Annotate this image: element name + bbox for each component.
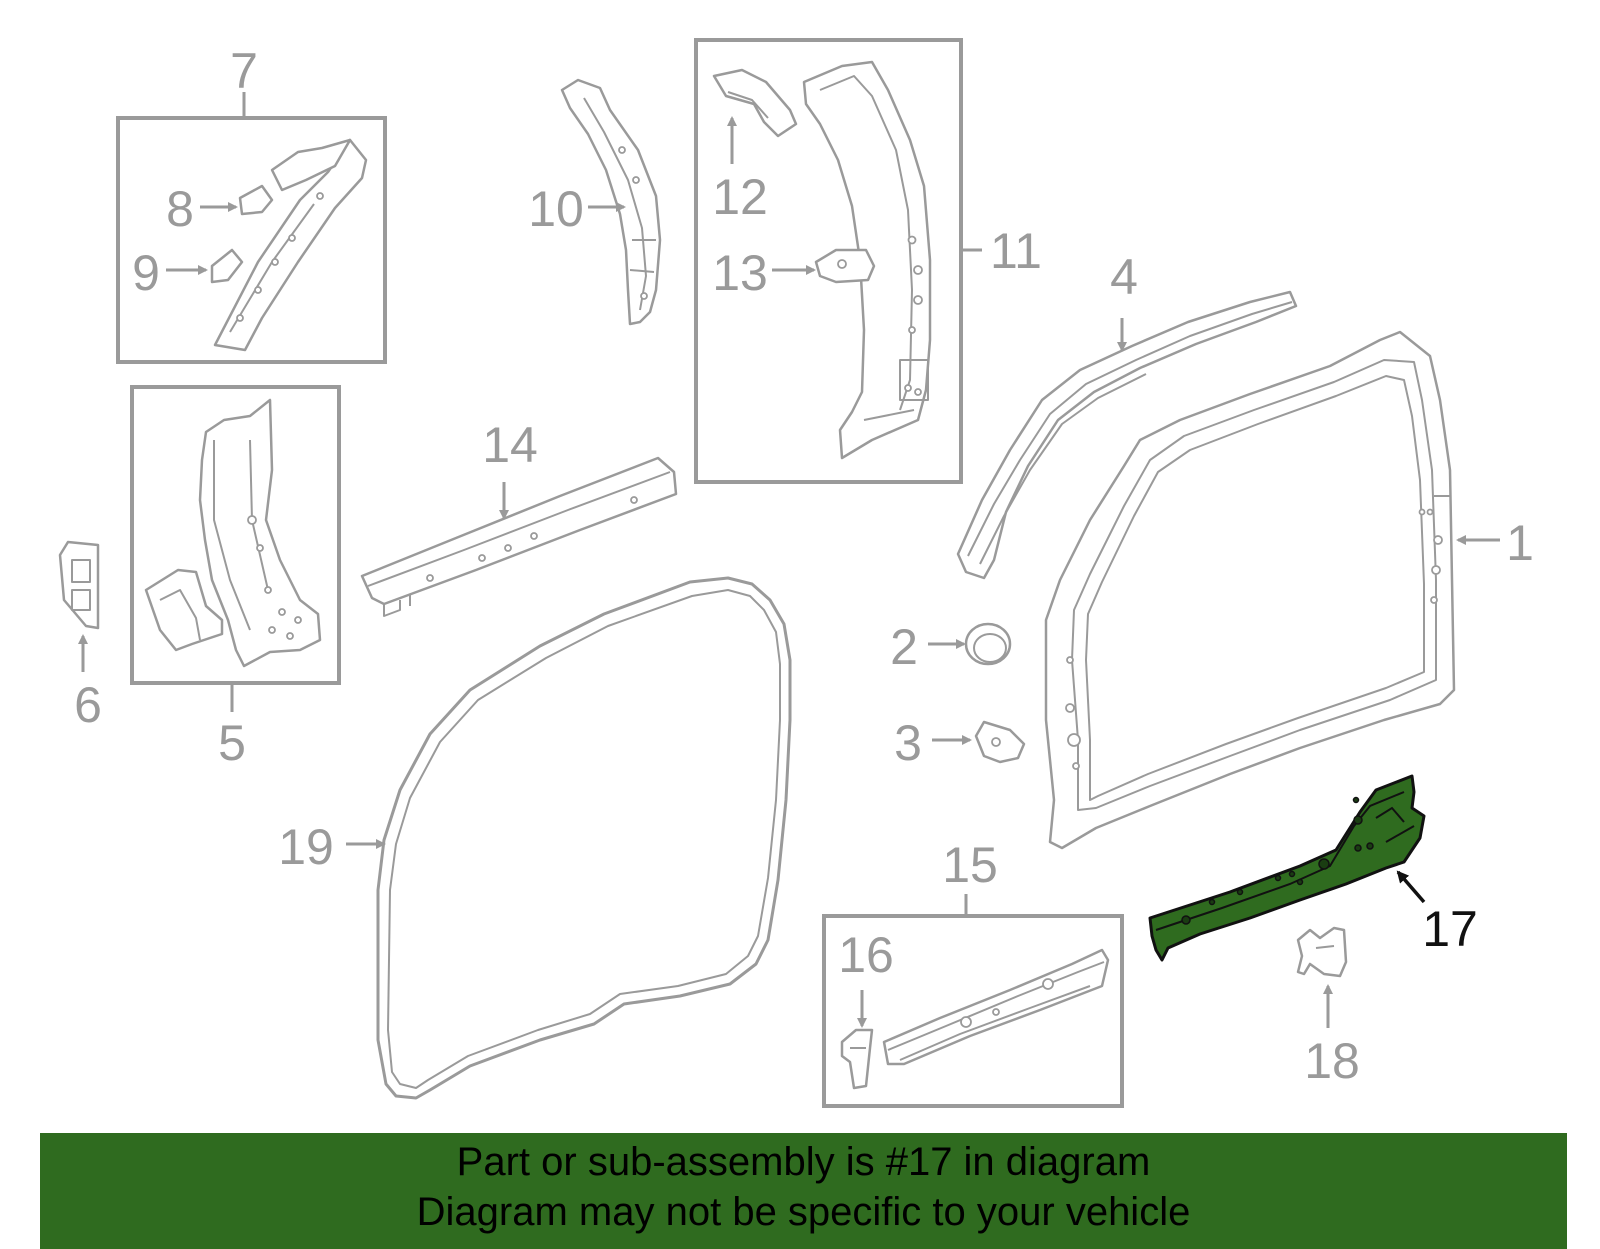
group-box-7: 7: [116, 43, 387, 364]
bumper-part-2: 2: [890, 619, 1012, 675]
clip-part-18: 18: [1296, 926, 1360, 1089]
callout-9: 9: [132, 245, 160, 301]
callout-4: 4: [1110, 249, 1138, 305]
group-box-5: 5: [130, 385, 341, 771]
pillar-reinforcement-part-7: [213, 138, 368, 352]
roof-rail-part-4: 4: [956, 249, 1298, 580]
bracket-part-6: 6: [58, 540, 102, 733]
bracket-part-16: 16: [838, 927, 894, 1090]
callout-19: 19: [278, 819, 334, 875]
bracket-part-12: 12: [712, 68, 798, 225]
part-notice-banner: Part or sub-assembly is #17 in diagram D…: [40, 1133, 1567, 1249]
group-box-11: 11: [694, 38, 1042, 484]
banner-line-1: Part or sub-assembly is #17 in diagram: [456, 1140, 1151, 1184]
group-box-15: 15: [822, 837, 1124, 1108]
callout-2: 2: [890, 619, 918, 675]
callout-14: 14: [482, 417, 538, 473]
callout-12: 12: [712, 169, 768, 225]
bracket-part-13: 13: [712, 245, 876, 301]
callout-11: 11: [990, 223, 1042, 279]
bracket-part-3: 3: [894, 715, 1026, 771]
callout-10: 10: [528, 181, 584, 237]
door-weatherstrip-part-19: 19: [278, 576, 792, 1100]
bracket-part-8: 8: [166, 181, 274, 237]
callout-16: 16: [838, 927, 894, 983]
callout-1: 1: [1506, 515, 1534, 571]
banner-line-2: Diagram may not be specific to your vehi…: [416, 1190, 1191, 1234]
rocker-reinforcement-part-14: 14: [360, 417, 678, 617]
hinge-pillar-part-5: [144, 398, 322, 668]
callout-8: 8: [166, 181, 194, 237]
callout-15: 15: [942, 837, 998, 893]
callout-3: 3: [894, 715, 922, 771]
pillar-inner-part-10: 10: [528, 78, 662, 326]
body-side-frame-part-1: 1: [1044, 330, 1534, 850]
callout-6: 6: [74, 677, 102, 733]
callout-18: 18: [1304, 1033, 1360, 1089]
bracket-part-9: 9: [132, 245, 244, 301]
rocker-panel-part-15: [882, 948, 1110, 1066]
callout-13: 13: [712, 245, 768, 301]
callout-5: 5: [218, 715, 246, 771]
callout-17: 17: [1422, 901, 1478, 957]
rocker-reinforcement-part-17-highlighted: 17: [1148, 774, 1478, 962]
callout-7: 7: [230, 43, 258, 99]
